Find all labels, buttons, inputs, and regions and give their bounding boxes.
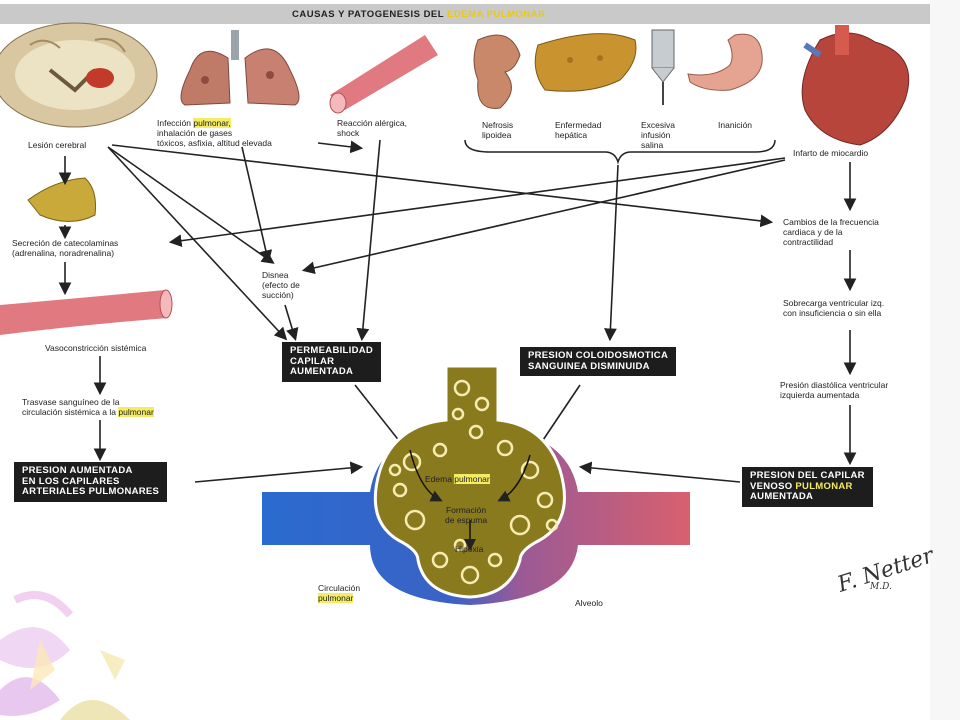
brain-illustration <box>0 22 158 128</box>
box-presion-venoso-b: AUMENTADA <box>750 491 814 502</box>
box-presion-arterial: PRESION AUMENTADA EN LOS CAPILARES ARTER… <box>14 462 168 502</box>
label-infeccion-b: inhalación de gases tóxicos, asfixia, al… <box>157 128 272 148</box>
box-presion-venoso-highlight: PULMONAR <box>795 480 853 492</box>
label-trasvase-a: Trasvase sanguíneo de la circulación sis… <box>22 397 120 417</box>
box-presion-coloidosmotica: PRESION COLOIDOSMOTICA SANGUINEA DISMINU… <box>520 347 677 376</box>
signature-suffix: M.D. <box>870 582 892 592</box>
label-circulacion: Circulación pulmonar <box>318 583 360 603</box>
title-highlight: EDEMA PULMONAR <box>447 9 546 20</box>
liver-illustration <box>534 33 637 92</box>
box-permeabilidad: PERMEABILIDAD CAPILAR AUMENTADA <box>282 342 382 382</box>
causes-brace <box>464 139 776 165</box>
arrow-venoso-to-alveolus <box>578 461 741 483</box>
arrow-lesion-to-permeabilidad <box>107 146 288 341</box>
kidney-illustration <box>473 34 521 109</box>
arrow-disnea-to-permeabilidad <box>284 304 299 342</box>
arrow-infeccion-to-permeabilidad <box>317 140 364 154</box>
label-circulacion-a: Circulación <box>318 583 361 593</box>
heart-illustration <box>801 25 910 146</box>
label-infeccion-a: Infección <box>157 118 194 128</box>
label-hipoxia: Hipoxia <box>455 544 484 554</box>
label-nefrosis: Nefrosis lipoidea <box>482 120 514 140</box>
arrow-infarto-to-secrecion <box>168 157 786 248</box>
label-disnea: Disnea (efecto de succión) <box>262 270 300 300</box>
box-presion-venoso: PRESION DEL CAPILAR VENOSO PULMONAR AUME… <box>742 467 873 507</box>
label-infeccion-highlight: pulmonar, <box>193 118 231 128</box>
arrow-lesion-to-disnea <box>107 146 275 264</box>
title-bar <box>0 4 930 24</box>
label-excesiva: Excesiva infusión salina <box>641 120 676 150</box>
stomach-illustration <box>687 33 763 91</box>
label-infarto: Infarto de miocardio <box>793 148 869 158</box>
vessel-top-illustration <box>329 35 438 114</box>
arrow-arterial-to-alveolus <box>194 461 364 483</box>
label-lesion-cerebral: Lesión cerebral <box>28 140 87 150</box>
label-presion-diastolica: Presión diastólica ventricular izquierda… <box>780 380 889 400</box>
arrow-brace-to-coloidosmotica <box>604 164 619 342</box>
label-infeccion: Infección pulmonar, inhalación de gases … <box>157 118 272 148</box>
diagram-title: CAUSAS Y PATOGENESIS DEL EDEMA PULMONAR <box>292 9 546 20</box>
label-secrecion: Secreción de catecolaminas (adrenalina, … <box>12 238 119 258</box>
label-formacion: Formación de espuma <box>445 505 488 525</box>
label-vasoconstriccion: Vasoconstricción sistémica <box>45 343 147 353</box>
label-edema-highlight: pulmonar <box>454 474 490 484</box>
label-trasvase: Trasvase sanguíneo de la circulación sis… <box>22 397 154 417</box>
label-edema-a: Edema <box>425 474 455 484</box>
label-trasvase-highlight: pulmonar <box>118 407 154 417</box>
box-presion-venoso-a: PRESION DEL CAPILAR VENOSO <box>750 470 865 492</box>
label-inanicion: Inanición <box>718 120 753 130</box>
title-prefix: CAUSAS Y PATOGENESIS DEL <box>292 9 448 20</box>
lungs-illustration <box>180 30 300 106</box>
vessel-left-illustration <box>0 289 173 335</box>
label-reaccion: Reacción alérgica, shock <box>337 118 407 138</box>
label-enfermedad: Enfermedad hepática <box>555 120 602 140</box>
label-edema: Edema pulmonar <box>425 474 490 484</box>
arrow-infeccion-to-disnea <box>241 146 273 264</box>
arrow-lesion-to-cambios <box>111 144 774 228</box>
arrow-reaccion-to-permeabilidad <box>356 139 381 342</box>
label-sobrecarga: Sobrecarga ventricular izq. con insufici… <box>783 298 885 318</box>
adrenal-gland-illustration <box>27 177 96 222</box>
label-cambios: Cambios de la frecuencia cardiaca y de l… <box>783 217 879 247</box>
label-circulacion-highlight: pulmonar <box>318 593 354 603</box>
infusion-bottle-illustration <box>651 29 675 105</box>
label-alveolo: Alveolo <box>575 598 603 608</box>
arrow-infarto-to-disnea <box>301 159 786 275</box>
